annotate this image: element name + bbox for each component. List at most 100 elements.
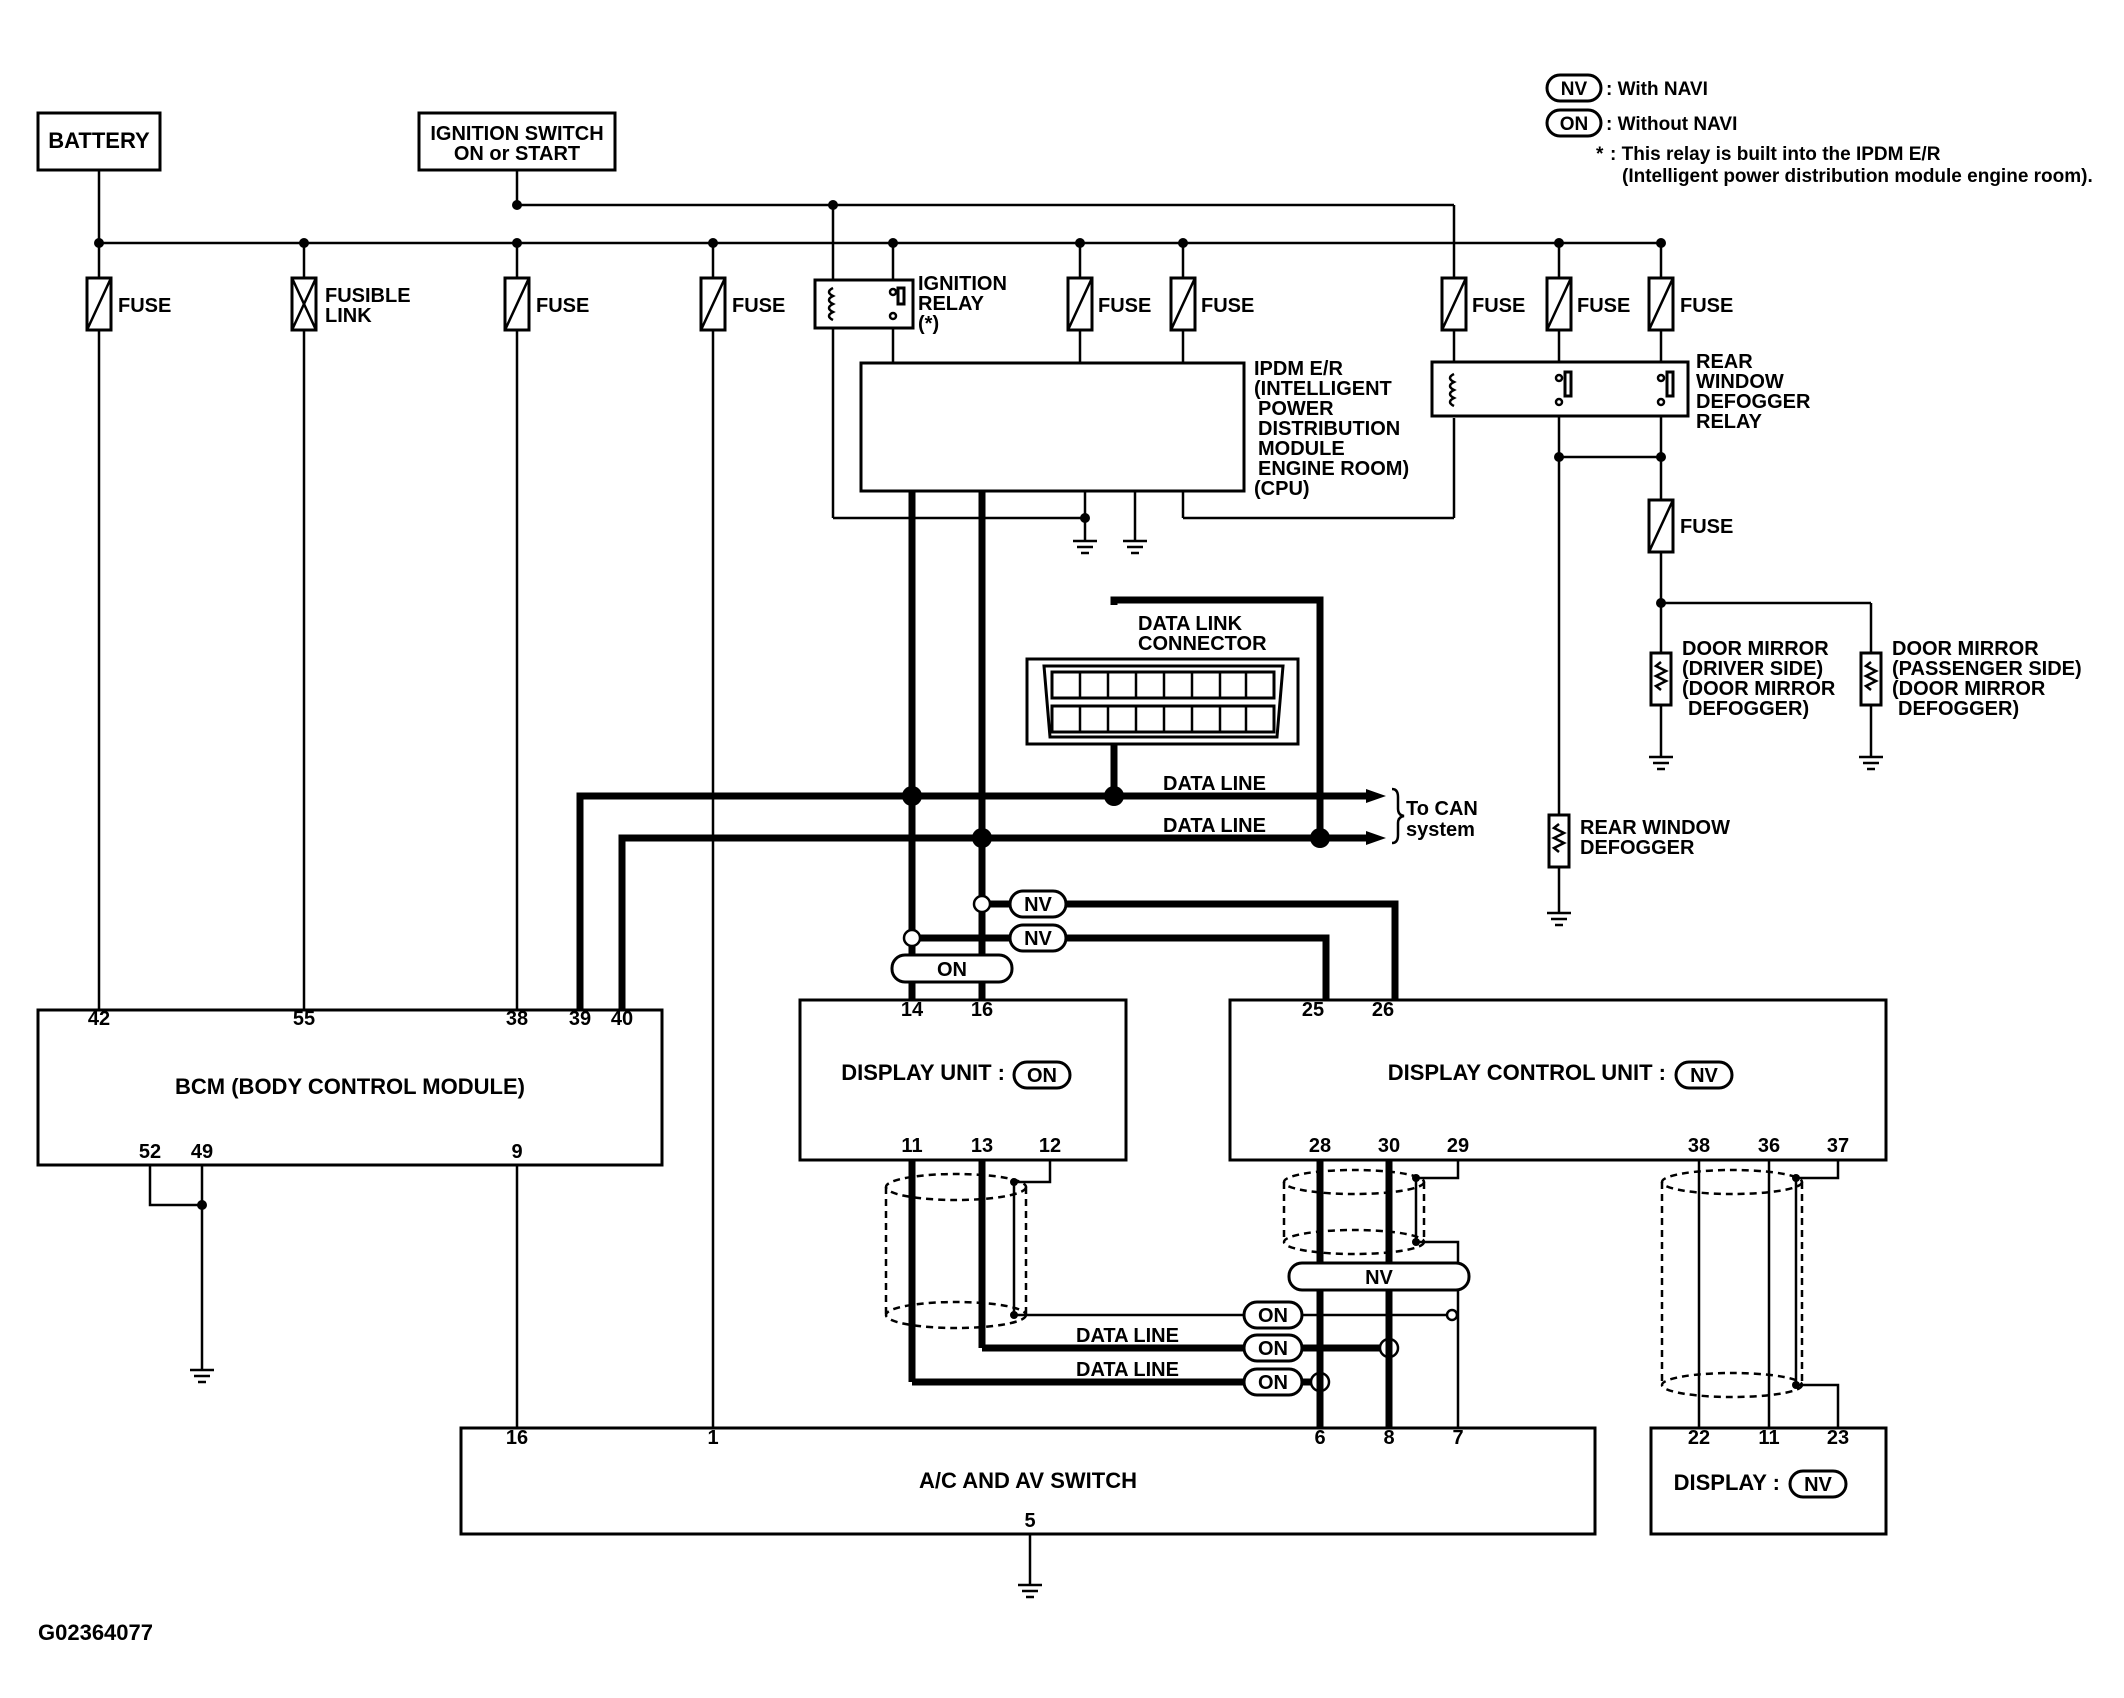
ignition-relay: IGNITION RELAY (*): [813, 205, 1007, 518]
svg-text:ON: ON: [1258, 1372, 1288, 1394]
ground-icon: [1018, 1583, 1042, 1599]
fuse-ac-switch: FUSE: [699, 243, 785, 332]
fusible-link: FUSIBLE LINK: [290, 243, 411, 332]
fusible-link-label-2: LINK: [325, 305, 372, 327]
pin-label: 36: [1758, 1135, 1780, 1157]
mirror-driver-label-1: DOOR MIRROR: [1682, 638, 1829, 660]
door-mirror-driver: DOOR MIRROR (DRIVER SIDE) (DOOR MIRROR D…: [1649, 552, 1871, 771]
nv-option-tag: [1287, 1261, 1471, 1292]
brace-icon: [1391, 787, 1405, 845]
display-control-unit-shield: NV: [1282, 1160, 1471, 1428]
pin-label: 55: [293, 1008, 315, 1030]
pin-label: 7: [1452, 1427, 1463, 1449]
ground-icon: [1123, 539, 1147, 555]
rear-relay-label-3: DEFOGGER: [1696, 391, 1811, 413]
display-unit-shield: [884, 1160, 1052, 1382]
fuse-label: FUSE: [1680, 516, 1733, 538]
on-option-tag: [1012, 1060, 1072, 1090]
svg-text:ENGINE ROOM): ENGINE ROOM): [1258, 458, 1409, 480]
svg-text:NV: NV: [1365, 1267, 1393, 1289]
door-mirror-passenger: DOOR MIRROR (PASSENGER SIDE) (DOOR MIRRO…: [1859, 603, 2082, 771]
legend-on-tag: ON: [1560, 114, 1589, 135]
rear-relay-label-2: WINDOW: [1696, 371, 1784, 393]
legend-nv-tag: NV: [1561, 79, 1588, 100]
rear-window-defogger-relay: REAR WINDOW DEFOGGER RELAY: [1430, 330, 1811, 815]
fuse-label: FUSE: [536, 295, 589, 317]
pin-label: 16: [506, 1427, 528, 1449]
heater-icon: [1653, 661, 1669, 691]
dlc-label-2: CONNECTOR: [1138, 633, 1267, 655]
pin-label: 39: [569, 1008, 591, 1030]
contact-icon: [896, 286, 906, 306]
fuse-label: FUSE: [1577, 295, 1630, 317]
pin-label: 1: [707, 1427, 718, 1449]
pin-label: 26: [1372, 999, 1394, 1021]
mirror-driver-label-3: (DOOR MIRROR: [1682, 678, 1836, 700]
bcm: 42 55 38 39 40 BCM (BODY CONTROL MODULE)…: [36, 330, 664, 1428]
fuse-rear-relay-b: FUSE: [1647, 243, 1733, 332]
rear-window-defogger: REAR WINDOW DEFOGGER: [1547, 813, 1730, 927]
nv-option-tag: [1788, 1469, 1848, 1499]
svg-text:ON: ON: [1258, 1305, 1288, 1327]
mirror-passenger-label-2: (PASSENGER SIDE): [1892, 658, 2082, 680]
ignition-switch-label-2: ON or START: [454, 143, 580, 165]
nv-option-tag: [1674, 1060, 1734, 1090]
pin-label: 14: [901, 999, 924, 1021]
data-line-label: DATA LINE: [1163, 815, 1266, 837]
display-shield: [1660, 1160, 1840, 1428]
legend-nv-badge: [1545, 73, 1603, 103]
pin-label: 37: [1827, 1135, 1849, 1157]
legend-on-badge: [1545, 108, 1603, 138]
pin-label: 22: [1688, 1427, 1710, 1449]
display-control-unit-label: DISPLAY CONTROL UNIT :: [1388, 1060, 1666, 1085]
on-option-tag: [890, 953, 1014, 984]
svg-text:ON: ON: [937, 959, 967, 981]
pin-label: 28: [1309, 1135, 1331, 1157]
fusible-link-label-1: FUSIBLE: [325, 285, 411, 307]
legend-note-line2: (Intelligent power distribution module e…: [1622, 166, 2093, 187]
pin-label: 38: [506, 1008, 528, 1030]
rear-relay-label-1: REAR: [1696, 351, 1753, 373]
display-unit-to-switch: DATA LINE DATA LINE ON ON ON: [912, 1300, 1459, 1397]
legend: NV : With NAVI ON : Without NAVI * : Thi…: [1545, 73, 2093, 187]
bus-junctions: [94, 200, 1666, 248]
coil-icon: [1448, 372, 1457, 408]
can-data-lines: DATA LINE DATA LINE To CAN system: [576, 491, 1478, 1010]
ignition-relay-label-2: RELAY: [918, 293, 985, 315]
ignition-relay-label-1: IGNITION: [918, 273, 1007, 295]
heater-icon: [1863, 661, 1879, 691]
nv-option-tag: [1008, 889, 1068, 919]
svg-text:IPDM E/R: IPDM E/R: [1254, 358, 1343, 380]
bcm-label: BCM (BODY CONTROL MODULE): [175, 1074, 525, 1099]
pin-label: 40: [611, 1008, 633, 1030]
pin-label: 23: [1827, 1427, 1849, 1449]
data-link-connector: DATA LINK CONNECTOR: [1025, 596, 1324, 836]
legend-on-text: : Without NAVI: [1606, 114, 1737, 135]
mirror-passenger-label-4: DEFOGGER): [1898, 698, 2019, 720]
nv-option-tag: [1008, 923, 1068, 953]
pin-label: 38: [1688, 1135, 1710, 1157]
mirror-driver-label-2: (DRIVER SIDE): [1682, 658, 1823, 680]
display-unit-label: DISPLAY UNIT :: [841, 1060, 1005, 1085]
can-label-2: system: [1406, 819, 1475, 841]
legend-note-line1: : This relay is built into the IPDM E/R: [1610, 144, 1941, 165]
pin-label: 52: [139, 1141, 161, 1163]
pin-label: 49: [191, 1141, 213, 1163]
ignition-switch-box: [417, 111, 617, 172]
svg-text:(CPU): (CPU): [1254, 478, 1310, 500]
contact-icon: [1563, 370, 1573, 398]
pin-label: 29: [1447, 1135, 1469, 1157]
svg-text:NV: NV: [1690, 1065, 1718, 1087]
fuse-label: FUSE: [732, 295, 785, 317]
fuse-rear-relay-a: FUSE: [1545, 243, 1630, 332]
fuse-ipdm-1: FUSE: [1066, 243, 1151, 332]
rear-relay-label-4: RELAY: [1696, 411, 1763, 433]
display: 22 11 23 DISPLAY : NV: [1649, 1426, 1888, 1536]
ac-av-switch-label: A/C AND AV SWITCH: [919, 1468, 1137, 1493]
pin-label: 30: [1378, 1135, 1400, 1157]
fuse-rear-relay-coil: FUSE: [1440, 205, 1525, 332]
arrow-right-icon: [1366, 831, 1386, 845]
mirror-passenger-label-1: DOOR MIRROR: [1892, 638, 2039, 660]
data-line-label: DATA LINE: [1076, 1325, 1179, 1347]
fuse-label: FUSE: [1680, 295, 1733, 317]
